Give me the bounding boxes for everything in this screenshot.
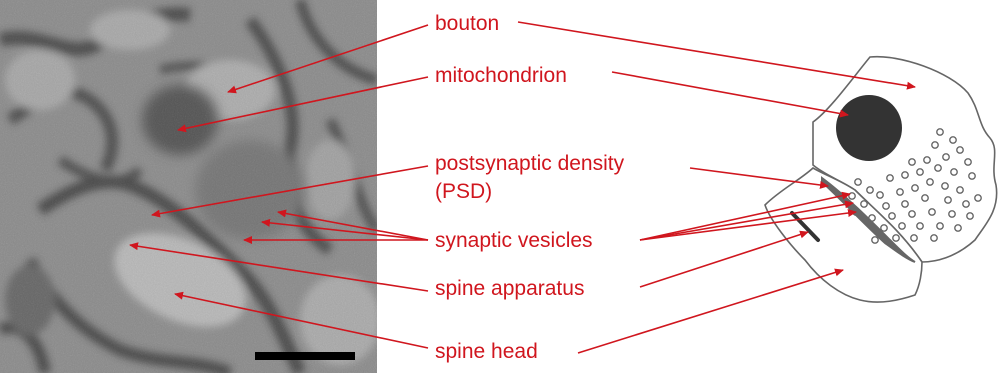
label-spine-apparatus: spine apparatus bbox=[435, 277, 584, 300]
label-spine-head: spine head bbox=[435, 340, 538, 363]
synapse-schematic bbox=[765, 57, 997, 302]
arrow-spine-head-schematic bbox=[578, 270, 843, 353]
label-psd-line1: postsynaptic density bbox=[435, 152, 625, 175]
label-psd-line2: (PSD) bbox=[435, 180, 492, 203]
arrow-spine-apparatus-schematic bbox=[640, 232, 808, 287]
scale-bar bbox=[255, 352, 355, 360]
label-mitochondrion: mitochondrion bbox=[435, 64, 567, 87]
mitochondrion-shape bbox=[836, 95, 902, 161]
arrow-mitochondrion-schematic bbox=[612, 72, 848, 115]
label-synaptic-vesicles: synaptic vesicles bbox=[435, 229, 593, 252]
label-bouton: bouton bbox=[435, 12, 499, 35]
em-micrograph-image bbox=[0, 0, 380, 373]
arrow-bouton-schematic bbox=[518, 22, 915, 87]
